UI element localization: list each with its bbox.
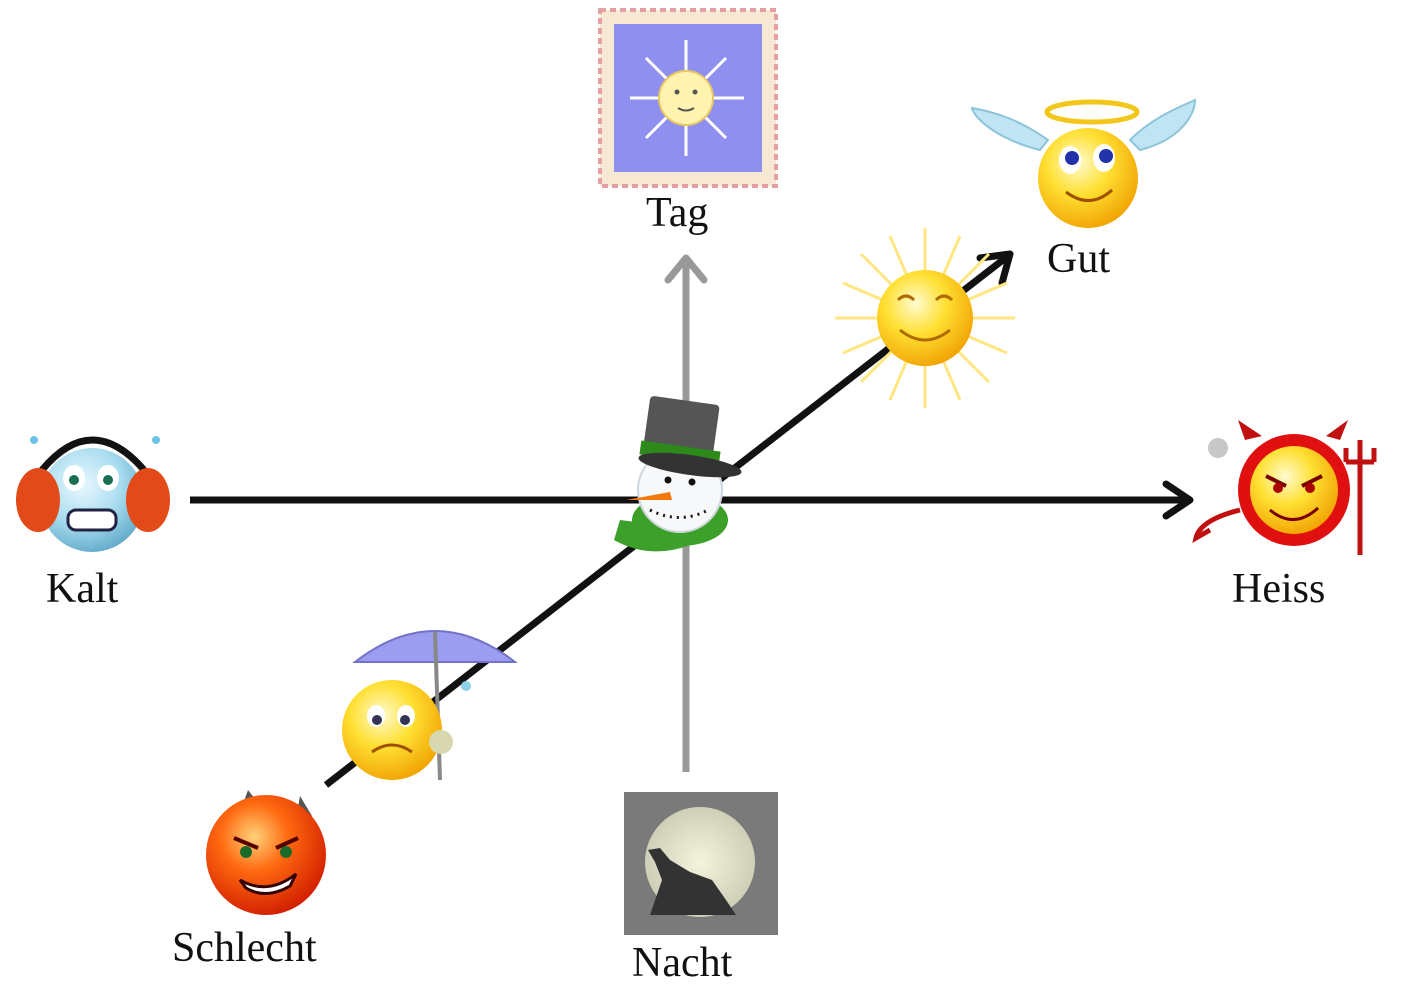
label-heiss: Heiss [1232,566,1326,612]
howling-wolf-moon-icon [624,792,778,935]
angry-devil-face-icon [206,790,326,915]
label-gut: Gut [1047,236,1110,282]
label-kalt: Kalt [46,566,119,612]
freezing-earmuff-face-icon [16,436,170,552]
label-nacht: Nacht [632,940,733,986]
snowman-head-icon [614,396,742,552]
label-tag: Tag [646,190,709,236]
sad-umbrella-face-icon [342,630,518,781]
label-schlecht: Schlecht [172,925,317,971]
sun-card-icon [598,8,778,188]
devil-trident-face-icon [1192,420,1377,555]
smiling-sun-icon [835,228,1015,408]
angel-halo-face-icon [970,98,1197,228]
